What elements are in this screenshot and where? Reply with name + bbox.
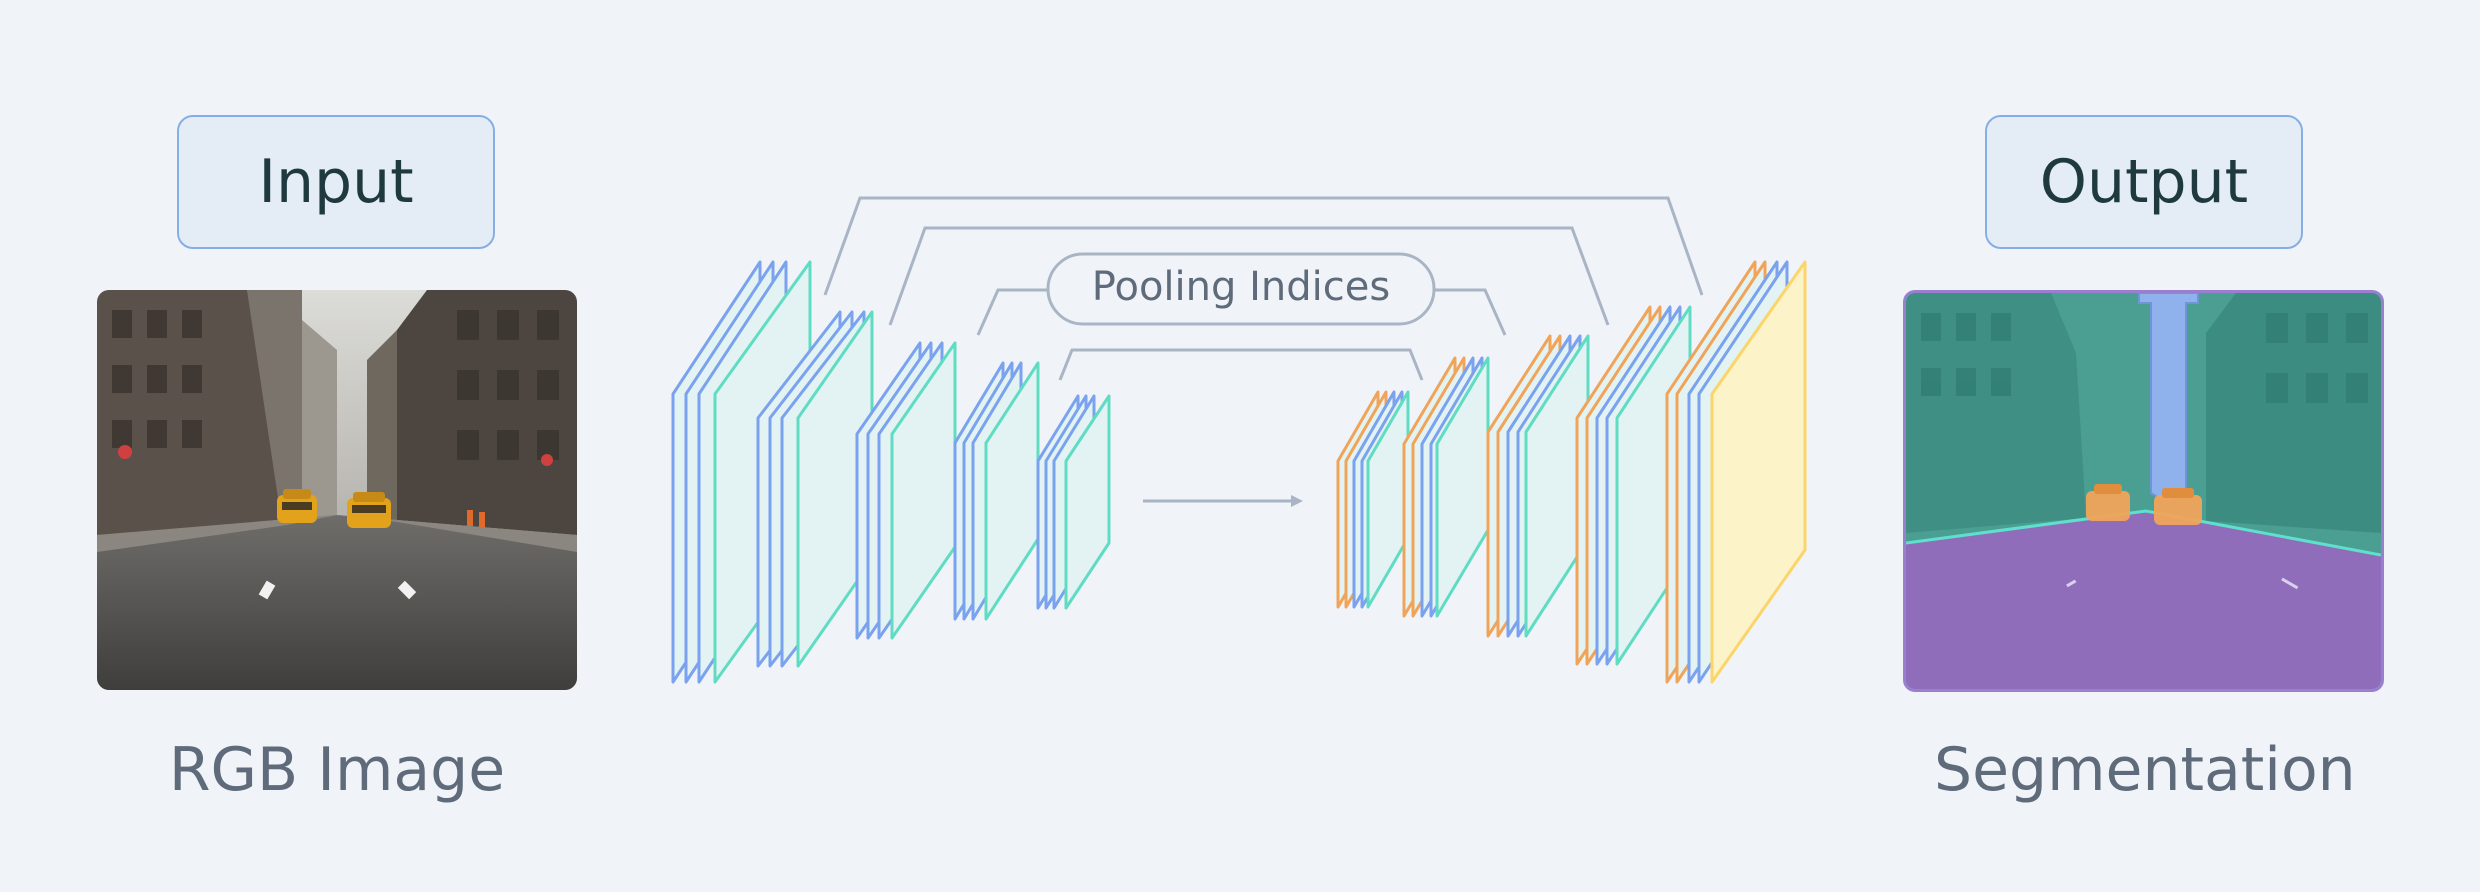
skip-connection-3 xyxy=(976,288,1048,336)
skip-connection-3b xyxy=(1434,288,1507,336)
input-caption: RGB Image xyxy=(168,735,506,805)
encoder-block-2 xyxy=(756,310,874,668)
softmax-layer xyxy=(1710,260,1807,684)
decoder-block-5 xyxy=(1665,260,1807,684)
skip-connection-1 xyxy=(823,196,1704,296)
encoder xyxy=(671,260,1111,684)
encoder-block-4 xyxy=(953,361,1040,621)
output-caption: Segmentation xyxy=(1934,735,2356,805)
decoder xyxy=(1336,260,1807,684)
pooling-indices-pill xyxy=(1046,252,1436,326)
output-title: Output xyxy=(2039,147,2249,217)
decoder-block-2 xyxy=(1402,356,1490,618)
decoder-block-1 xyxy=(1336,390,1410,609)
pooling-indices-label: Pooling Indices xyxy=(1092,264,1390,310)
encoder-layer xyxy=(1064,394,1111,610)
input-title-badge: Input xyxy=(177,115,495,249)
decoder-block-4 xyxy=(1575,305,1692,666)
encoder-block-3 xyxy=(855,341,957,640)
skip-connection-2 xyxy=(888,226,1610,326)
input-rgb-image xyxy=(97,290,577,690)
decoder-block-3 xyxy=(1486,334,1590,638)
output-title-badge: Output xyxy=(1985,115,2303,249)
skip-connection-4 xyxy=(1058,348,1424,381)
output-segmentation-image xyxy=(1903,290,2384,692)
encoder-block-5 xyxy=(1036,394,1111,610)
input-title: Input xyxy=(258,147,414,217)
